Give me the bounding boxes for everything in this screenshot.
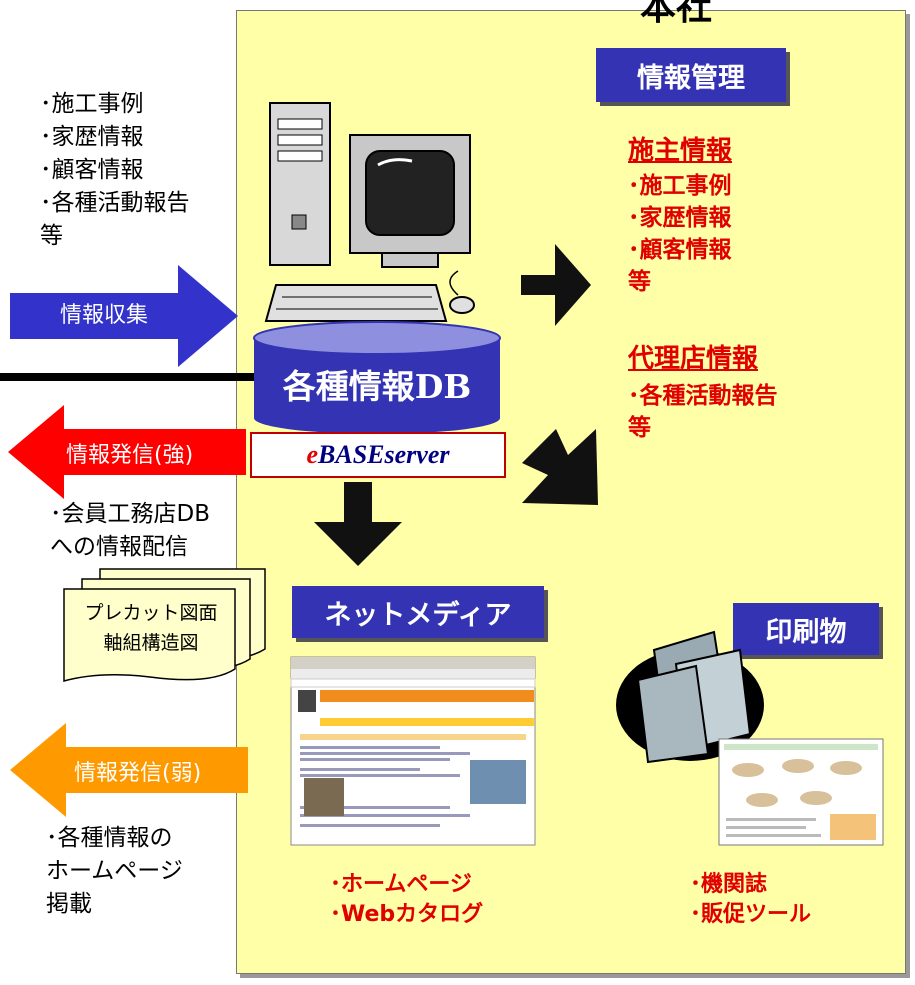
database-cylinder-icon (253, 321, 501, 434)
document-line: 軸組構造図 (103, 632, 199, 654)
catalog-thumbnail (718, 738, 884, 846)
net-media-title: ネットメディア (292, 586, 544, 638)
document-text: プレカット図面 軸組構造図 (68, 598, 234, 658)
distribution-text: ･会員工務店DB への情報配信 (50, 501, 210, 560)
panel-title: 本社 (640, 0, 713, 28)
send-strong-arrow-label: 情報発信(強) (66, 443, 194, 468)
agency-info-items: ･各種活動報告 等 (628, 383, 778, 441)
arrow-to-net-media (314, 482, 402, 566)
connector-line (0, 373, 258, 381)
owner-info-heading: 施主情報 (628, 136, 733, 166)
ebaseserver-prefix: e (306, 440, 319, 469)
publish-text: ･各種情報の ホームページ 掲載 (46, 825, 183, 917)
send-strong-arrow (8, 405, 246, 499)
printed-materials-icon (616, 630, 764, 764)
document-line: プレカット図面 (84, 602, 218, 624)
send-weak-arrow (10, 723, 248, 817)
ebaseserver-rest: BASEserver (318, 440, 450, 469)
arrow-to-owner-info (521, 244, 591, 326)
database-label: 各種情報DB (282, 367, 472, 406)
collect-arrow-label: 情報収集 (60, 303, 149, 328)
document-stack-icon (63, 568, 266, 682)
webpage-screenshot-thumbnail (290, 656, 536, 846)
print-items: ･機関誌 ･販促ツール (690, 872, 812, 927)
net-media-items: ･ホームページ ･Webカタログ (330, 872, 484, 927)
computer-icon (264, 102, 475, 322)
collected-info-list: ･施工事例 ･家歴情報 ･顧客情報 ･各種活動報告 等 (40, 91, 190, 249)
agency-info-heading: 代理店情報 (628, 344, 759, 374)
arrow-to-agency-info (522, 429, 598, 505)
info-management-title: 情報管理 (596, 48, 786, 102)
collect-arrow (10, 265, 238, 367)
owner-info-items: ･施工事例 ･家歴情報 ･顧客情報 等 (628, 173, 732, 295)
send-weak-arrow-label: 情報発信(弱) (74, 761, 202, 786)
print-title: 印刷物 (733, 603, 879, 655)
